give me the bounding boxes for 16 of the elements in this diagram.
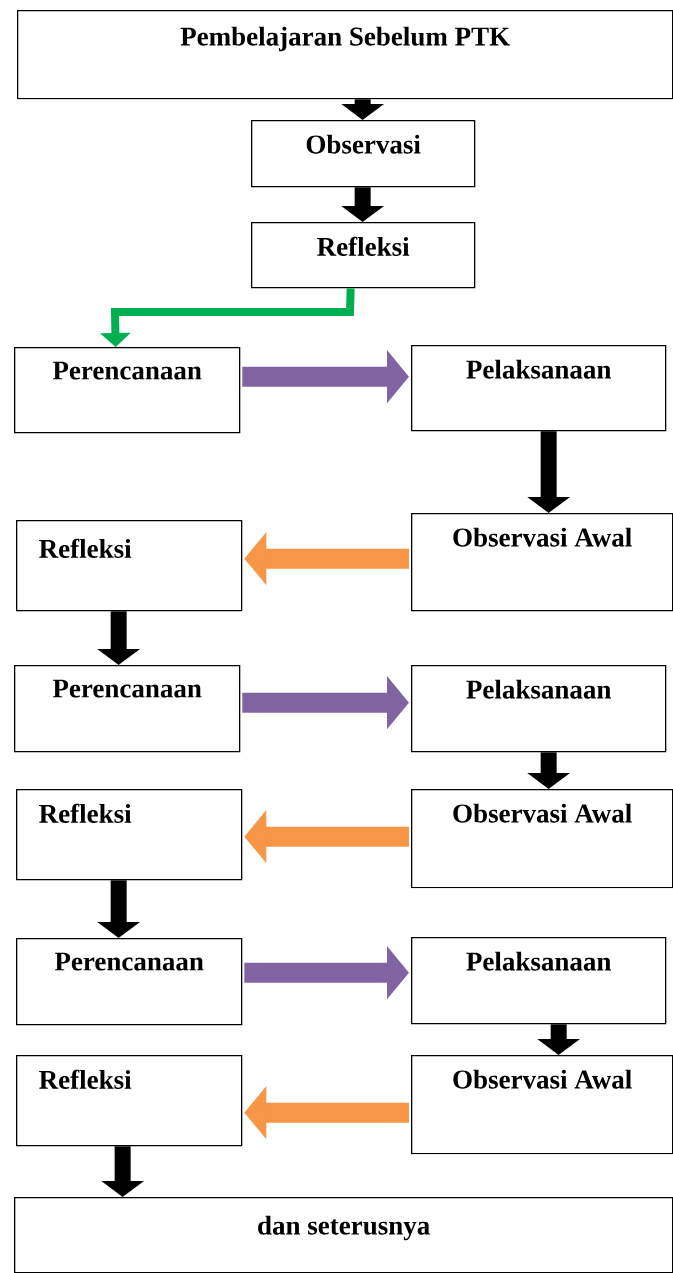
process-box: Refleksi <box>251 222 476 289</box>
process-box: Perencanaan <box>14 665 241 753</box>
process-box: Pembelajaran Sebelum PTK <box>17 10 673 100</box>
process-box: Observasi <box>251 120 476 188</box>
process-box: Observasi Awal <box>411 789 673 889</box>
process-box: Pelaksanaan <box>411 345 667 432</box>
process-box: Refleksi <box>16 520 243 612</box>
process-box: Refleksi <box>16 789 243 881</box>
process-box: Observasi Awal <box>411 1055 673 1155</box>
process-box: Perencanaan <box>14 347 241 434</box>
process-box: dan seterusnya <box>14 1197 673 1273</box>
process-box: Perencanaan <box>16 938 243 1026</box>
process-box: Pelaksanaan <box>411 937 667 1025</box>
process-box: Pelaksanaan <box>411 665 667 753</box>
process-box: Refleksi <box>16 1055 243 1147</box>
process-box: Observasi Awal <box>411 513 673 612</box>
